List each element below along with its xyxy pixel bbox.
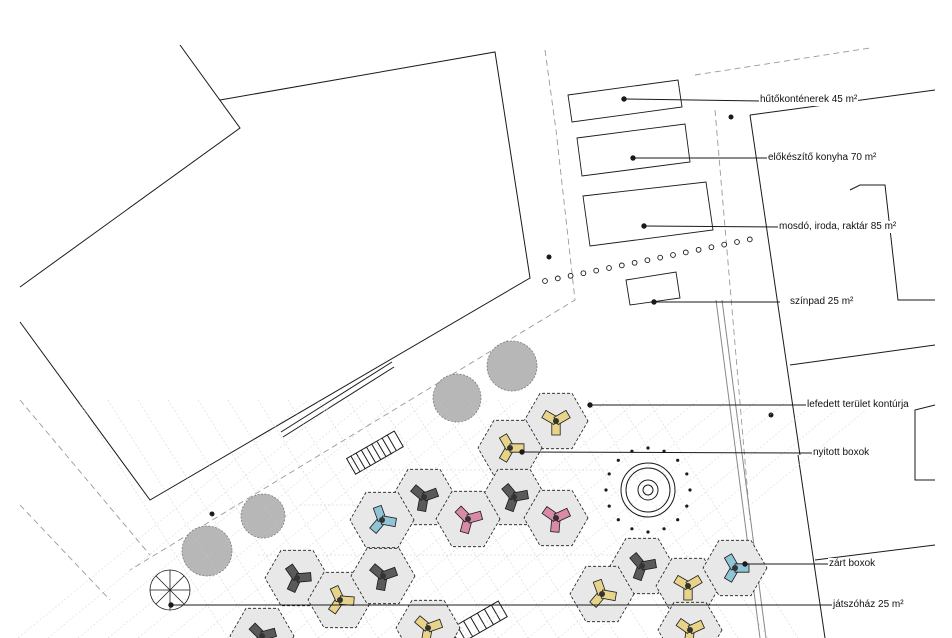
bollard (593, 267, 600, 274)
bollard (644, 257, 651, 264)
bollard (695, 246, 702, 253)
bollard (580, 270, 587, 277)
bollard (542, 278, 548, 284)
hex-box (655, 557, 721, 615)
hex-box (523, 489, 589, 547)
label-toilet-office-storage: mosdó, iroda, raktár 85 m² (778, 221, 898, 233)
bollard (708, 244, 715, 251)
fountain-dot-ring (604, 446, 692, 534)
fountain-dot (676, 458, 680, 462)
bollard (734, 239, 740, 245)
lamp-posts (209, 114, 774, 517)
hex-box (307, 571, 373, 629)
fountain-dot (646, 530, 650, 534)
hex-box (657, 601, 723, 638)
label-prep-kitchen: előkészítő konyha 70 m² (767, 152, 878, 164)
label-closed-boxes: zárt boxok (828, 558, 877, 570)
fountain (620, 462, 676, 518)
dashed-boundaries (19, 47, 871, 601)
hex-boxes (229, 392, 768, 638)
label-stage: színpad 25 m² (789, 296, 855, 308)
label-cooling-containers: hűtőkonténerek 45 m² (759, 94, 859, 106)
fountain-dot (676, 518, 680, 522)
fountain-dot (688, 488, 692, 492)
bollard (657, 254, 664, 261)
bollard (721, 241, 728, 248)
bollard (567, 272, 574, 279)
hex-box (435, 490, 501, 548)
hex-box (349, 491, 415, 549)
fountain-dot (604, 488, 608, 492)
fountain-dot (685, 504, 689, 508)
large-building (19, 44, 531, 501)
fountain-dot (685, 472, 689, 476)
hex-box (477, 419, 543, 477)
playhouse (149, 569, 191, 611)
hex-box (395, 599, 461, 638)
bollard (554, 275, 561, 282)
bollard (670, 252, 676, 258)
bollard (682, 249, 689, 256)
fountain-dot (646, 446, 650, 450)
bollard (618, 262, 625, 269)
containers (567, 79, 714, 306)
hex-box (229, 607, 295, 638)
existing-buildings (715, 89, 936, 638)
fountain-dot (630, 527, 634, 531)
fountain-dot (616, 518, 620, 522)
bollard (631, 259, 638, 266)
hex-box (702, 539, 768, 597)
trees (181, 340, 538, 577)
label-open-boxes: nyitott boxok (812, 447, 871, 459)
hex-box (569, 565, 635, 623)
fountain-dot (607, 472, 611, 476)
fountain-dot (662, 527, 666, 531)
hex-box (350, 547, 416, 605)
label-playhouse: játszóház 25 m² (832, 599, 905, 611)
bollard (606, 265, 612, 271)
fountain-dot (616, 458, 620, 462)
bollard (746, 236, 753, 243)
label-covered-area: lefedett terület kontúrja (806, 399, 910, 411)
bollard-row (542, 236, 753, 284)
leader-lines (168, 96, 832, 608)
fountain-dot (607, 504, 611, 508)
